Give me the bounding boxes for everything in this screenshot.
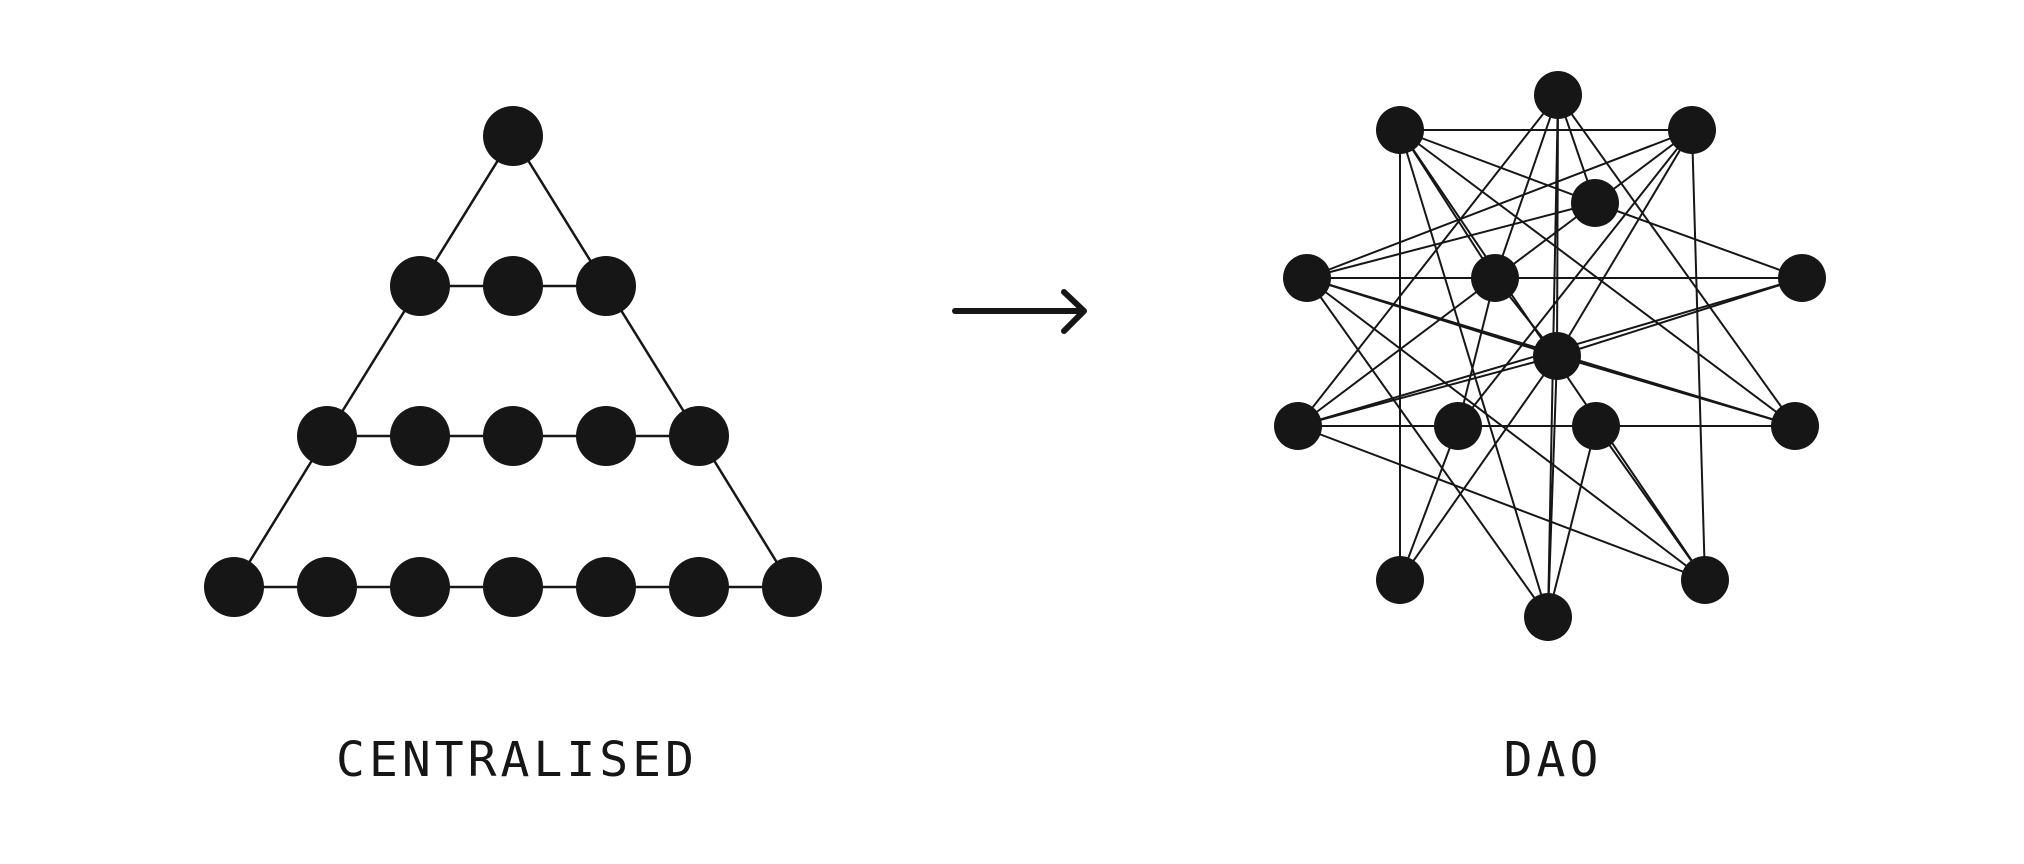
dao-edge bbox=[1297, 425, 1706, 581]
dao-node bbox=[1771, 402, 1819, 450]
dao-node bbox=[1572, 402, 1620, 450]
centralised-node bbox=[390, 406, 450, 466]
centralised-node bbox=[483, 557, 543, 617]
centralised-node bbox=[762, 557, 822, 617]
centralised-node bbox=[576, 256, 636, 316]
dao-node bbox=[1668, 106, 1716, 154]
dao-node bbox=[1778, 254, 1826, 302]
dao-edge bbox=[1556, 355, 1796, 427]
dao-node bbox=[1376, 106, 1424, 154]
centralised-node bbox=[390, 256, 450, 316]
dao-edge bbox=[1306, 202, 1596, 279]
centralised-node bbox=[576, 557, 636, 617]
dao-node bbox=[1283, 254, 1331, 302]
centralised-label: CENTRALISED bbox=[336, 732, 698, 788]
dao-edge bbox=[1547, 425, 1597, 618]
dao-edge bbox=[1594, 202, 1803, 279]
dao-edge bbox=[1494, 94, 1559, 279]
dao-node bbox=[1274, 402, 1322, 450]
dao-node bbox=[1534, 71, 1582, 119]
dao-label: DAO bbox=[1504, 732, 1603, 788]
dao-edge bbox=[1399, 355, 1558, 581]
dao-edge bbox=[1399, 129, 1596, 204]
centralised-node bbox=[576, 406, 636, 466]
dao-edge bbox=[1297, 94, 1559, 427]
dao-node bbox=[1376, 556, 1424, 604]
centralised-node bbox=[204, 557, 264, 617]
dao-nodes bbox=[1274, 71, 1826, 641]
dao-edge bbox=[1297, 355, 1558, 427]
arrow-right-icon bbox=[952, 289, 1087, 334]
dao-edge bbox=[1557, 94, 1796, 427]
dao-node bbox=[1681, 556, 1729, 604]
centralised-node bbox=[483, 406, 543, 466]
centralised-node bbox=[297, 557, 357, 617]
centralised-network bbox=[204, 106, 822, 617]
centralised-node bbox=[483, 106, 543, 166]
centralised-node bbox=[297, 406, 357, 466]
dao-edge bbox=[1595, 425, 1706, 581]
dao-node bbox=[1533, 332, 1581, 380]
dao-edge bbox=[1556, 129, 1693, 357]
dao-edge bbox=[1297, 277, 1496, 427]
centralised-node bbox=[483, 256, 543, 316]
dao-edge bbox=[1306, 277, 1549, 618]
dao-edge bbox=[1457, 277, 1496, 427]
dao-edge bbox=[1399, 425, 1459, 581]
dao-node bbox=[1571, 179, 1619, 227]
dao-node bbox=[1524, 593, 1572, 641]
dao-node bbox=[1471, 254, 1519, 302]
dao-edge bbox=[1306, 129, 1693, 279]
dao-node bbox=[1434, 402, 1482, 450]
centralised-node bbox=[669, 406, 729, 466]
centralised-edges bbox=[232, 135, 794, 589]
centralised-nodes bbox=[204, 106, 822, 617]
centralised-node bbox=[390, 557, 450, 617]
dao-edge bbox=[1547, 355, 1558, 618]
dao-edge bbox=[1691, 129, 1706, 581]
centralised-node bbox=[669, 557, 729, 617]
dao-network bbox=[1274, 71, 1826, 641]
